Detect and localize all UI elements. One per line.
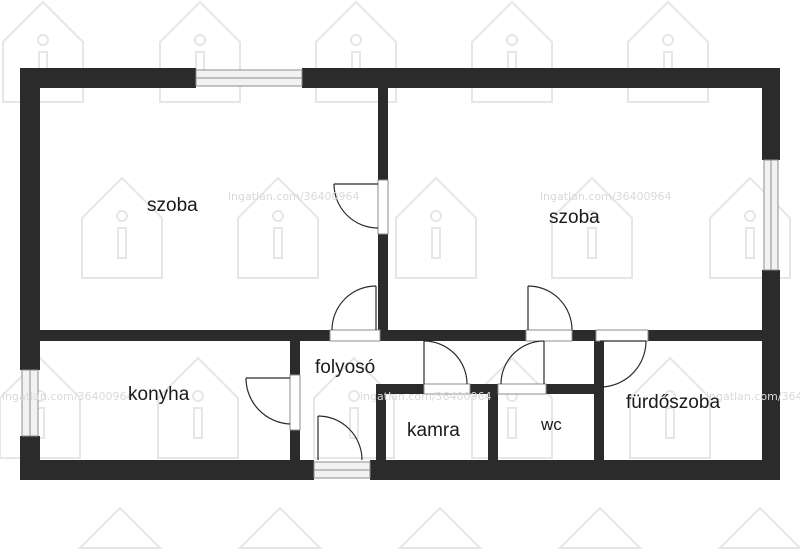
room-label-wc: wc (541, 415, 562, 434)
wall (376, 384, 424, 394)
wall (302, 68, 780, 88)
wall (594, 384, 604, 460)
wall (20, 68, 40, 370)
wall (470, 384, 498, 394)
watermark-house-icon (77, 506, 800, 549)
door (527, 285, 573, 331)
wall (290, 341, 300, 375)
door (500, 340, 545, 385)
wall (762, 68, 780, 160)
watermark-text: ingatlan.com/36400964 (2, 390, 134, 403)
doors (245, 183, 647, 461)
wall (290, 430, 300, 460)
room-label-konyha: konyha (128, 384, 190, 405)
watermark-house-icon (81, 176, 163, 279)
wall (378, 88, 388, 180)
wall (488, 384, 498, 460)
room-label-szoba-left: szoba (147, 195, 198, 216)
watermark-house-icon (709, 176, 791, 279)
door (423, 340, 468, 385)
wall (594, 341, 604, 384)
room-label-szoba-right: szoba (549, 207, 600, 228)
watermark-house-icon (395, 176, 477, 279)
door (245, 377, 291, 425)
walls (20, 68, 780, 480)
watermark-text: ingatlan.com/36400964 (706, 390, 800, 403)
door-frames (289, 179, 649, 431)
wall (376, 384, 386, 460)
windows (21, 69, 779, 479)
wall (20, 68, 196, 88)
watermark-house-icon (157, 356, 239, 459)
door (331, 285, 377, 331)
wall (380, 330, 526, 341)
door (317, 415, 363, 461)
watermark-house-icon (313, 356, 395, 459)
watermark-house-icon (551, 176, 633, 279)
door (599, 340, 647, 388)
watermark-house-icon (629, 356, 711, 459)
wall (572, 330, 596, 341)
watermark-text: ingatlan.com/36400964 (540, 190, 672, 203)
room-label-folyoso: folyosó (315, 357, 376, 378)
wall (648, 330, 762, 341)
wall (40, 330, 330, 341)
room-label-furdoszoba: fürdőszoba (626, 392, 721, 413)
watermark-text: ingatlan.com/36400964 (360, 390, 492, 403)
room-label-kamra: kamra (407, 420, 460, 441)
wall (378, 234, 388, 334)
floor (20, 68, 780, 480)
wall (762, 270, 780, 480)
wall (20, 460, 314, 480)
door (333, 183, 379, 229)
wall (370, 460, 780, 480)
watermark-text: ingatlan.com/36400964 (228, 190, 360, 203)
watermark-house-icon (237, 176, 319, 279)
wall (546, 384, 594, 394)
